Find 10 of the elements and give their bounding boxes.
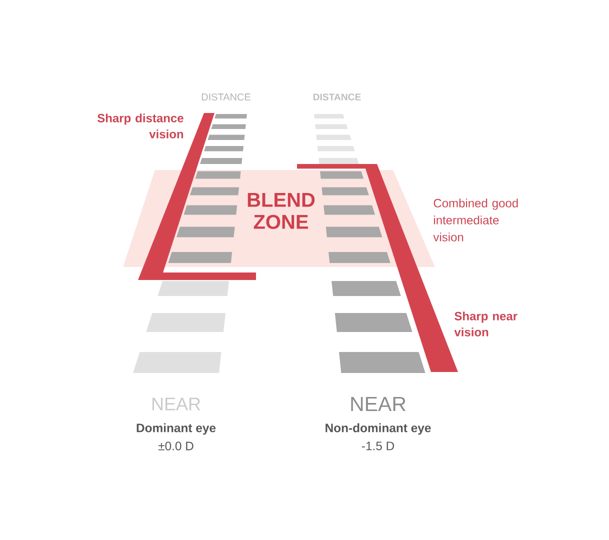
eye-label: Dominant eye: [136, 423, 216, 435]
side-caption: Combined good intermediate vision: [433, 198, 518, 242]
column-heading: DISTANCE: [313, 94, 361, 100]
column-heading: DISTANCE: [202, 93, 250, 101]
diopter-value: -1.5 D: [362, 442, 394, 450]
side-caption: Sharp near vision: [454, 312, 518, 336]
diopter-value: ±0.0 D: [158, 442, 194, 450]
side-caption: Sharp distance vision: [97, 114, 184, 138]
column-heading: NEAR: [351, 396, 406, 412]
eye-label: Non-dominant eye: [326, 423, 431, 435]
